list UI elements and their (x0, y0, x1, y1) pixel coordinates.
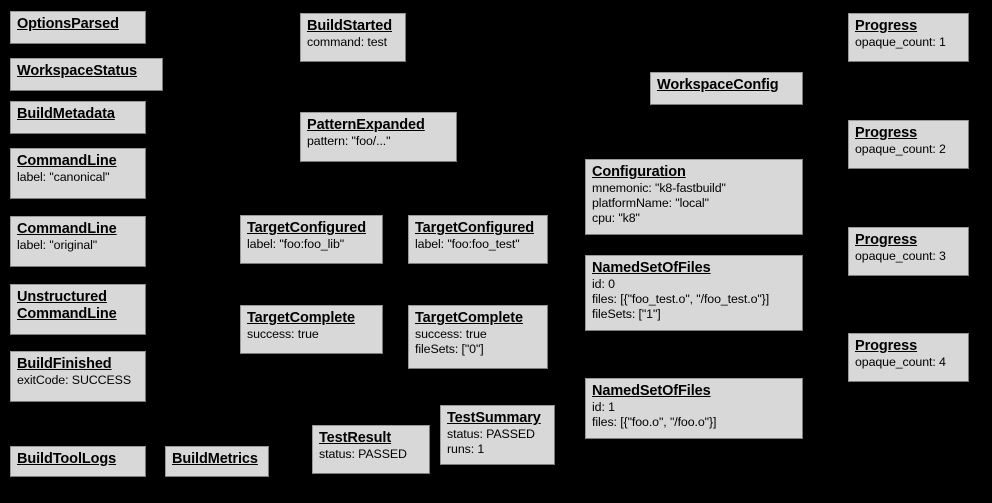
node-field: mnemonic: "k8-fastbuild" (592, 181, 726, 195)
node-build-metadata[interactable]: BuildMetadata (10, 101, 146, 134)
node-field: fileSets: ["1"] (592, 307, 661, 321)
node-field: opaque_count: 4 (855, 355, 946, 369)
node-title: BuildToolLogs (17, 451, 117, 467)
node-title: Progress (855, 338, 918, 354)
node-field: exitCode: SUCCESS (17, 373, 131, 387)
node-title: BuildFinished (17, 356, 112, 372)
node-field: opaque_count: 1 (855, 35, 946, 49)
node-field: id: 1 (592, 400, 615, 414)
node-title: NamedSetOfFiles (592, 383, 711, 399)
node-unstructured-command-line[interactable]: Unstructured CommandLine (10, 284, 146, 335)
node-title: TestResult (319, 430, 392, 446)
node-title: PatternExpanded (307, 117, 425, 133)
node-field: status: PASSED (319, 447, 407, 461)
node-title: Unstructured CommandLine (17, 289, 117, 322)
node-field: opaque_count: 3 (855, 249, 946, 263)
node-title: NamedSetOfFiles (592, 260, 711, 276)
node-title: TargetComplete (415, 310, 523, 326)
node-field: files: [{"foo.o", "/foo.o"}] (592, 415, 717, 429)
node-field: fileSets: ["0"] (415, 342, 484, 356)
node-title: CommandLine (17, 153, 117, 169)
node-title: BuildStarted (307, 18, 393, 34)
node-title: BuildMetrics (172, 451, 258, 467)
node-title: TargetConfigured (415, 220, 534, 236)
node-title: WorkspaceStatus (17, 63, 137, 79)
node-field: label: "original" (17, 238, 98, 252)
node-field: label: "foo:foo_test" (415, 237, 520, 251)
node-title: OptionsParsed (17, 16, 119, 32)
node-field: id: 0 (592, 277, 615, 291)
node-field: success: true (247, 327, 319, 341)
node-field: label: "foo:foo_lib" (247, 237, 345, 251)
node-workspace-status[interactable]: WorkspaceStatus (10, 58, 163, 91)
node-workspace-config[interactable]: WorkspaceConfig (650, 72, 803, 105)
node-field: runs: 1 (447, 442, 485, 456)
node-field: cpu: "k8" (592, 211, 640, 225)
node-title: BuildMetadata (17, 106, 115, 122)
node-field: success: true (415, 327, 487, 341)
node-title: Configuration (592, 164, 686, 180)
node-field: command: test (307, 35, 387, 49)
node-field: files: [{"foo_test.o", "/foo_test.o"}] (592, 292, 770, 306)
node-title: WorkspaceConfig (657, 77, 779, 93)
node-title: CommandLine (17, 221, 117, 237)
node-field: status: PASSED (447, 427, 535, 441)
node-title: Progress (855, 232, 918, 248)
node-title: TestSummary (447, 410, 541, 426)
node-title: TargetComplete (247, 310, 355, 326)
node-title: Progress (855, 18, 918, 34)
node-options-parsed[interactable]: OptionsParsed (10, 11, 146, 44)
node-build-tool-logs[interactable]: BuildToolLogs (10, 446, 146, 477)
node-title: Progress (855, 125, 918, 141)
node-field: opaque_count: 2 (855, 142, 946, 156)
node-build-metrics[interactable]: BuildMetrics (165, 446, 269, 477)
node-title: TargetConfigured (247, 220, 366, 236)
node-field: pattern: "foo/..." (307, 134, 391, 148)
node-field: label: "canonical" (17, 170, 110, 184)
node-field: platformName: "local" (592, 196, 709, 210)
